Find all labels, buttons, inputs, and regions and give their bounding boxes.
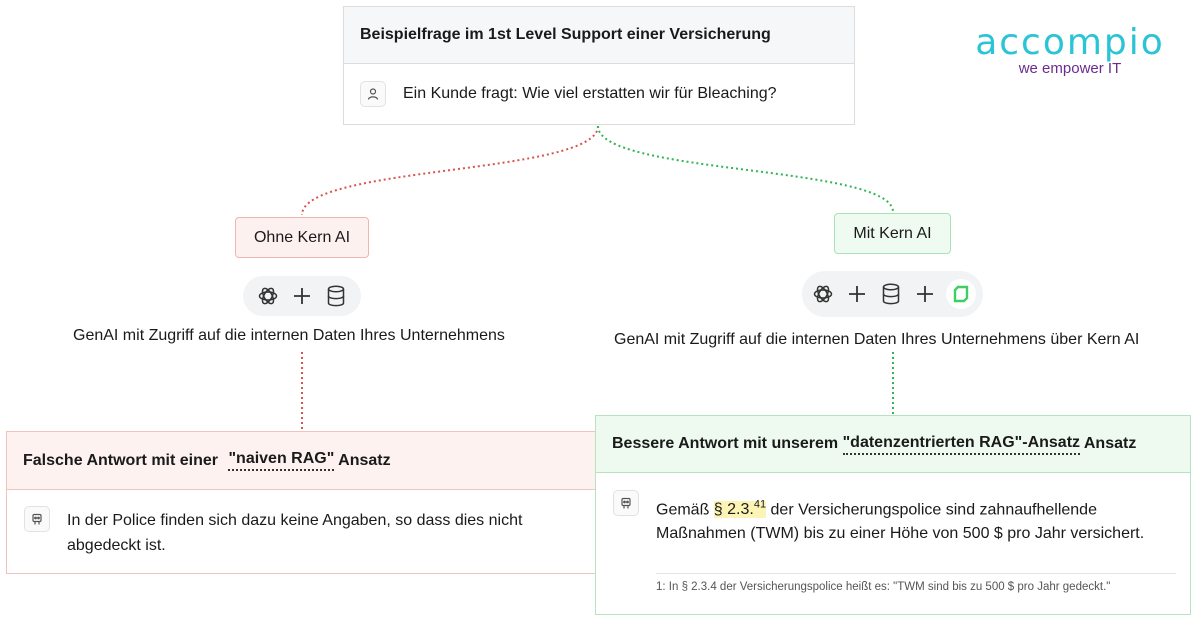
answer-right-header: Bessere Antwort mit unserem "datenzentri… (596, 416, 1190, 473)
plus-icon (844, 281, 870, 307)
pill-right-label: Mit Kern AI (853, 224, 932, 242)
pill-ohne-kern-ai: Ohne Kern AI (235, 217, 369, 258)
robot-icon (24, 506, 50, 532)
toolbar-left (243, 276, 361, 316)
answer-left-text: In der Police finden sich dazu keine Ang… (67, 512, 523, 554)
connector-left-top (301, 125, 599, 216)
answer-right-body: Gemäß § 2.3.41 der Versicherungspolice s… (596, 473, 1190, 614)
logo-wordmark: accompio (975, 22, 1165, 63)
footnote-marker: 41 (753, 499, 767, 511)
question-card: Beispielfrage im 1st Level Support einer… (343, 6, 855, 125)
logo-tagline: we empower IT (1018, 60, 1122, 77)
question-card-title: Beispielfrage im 1st Level Support einer… (344, 7, 854, 64)
kern-ai-icon (945, 279, 976, 309)
accompio-logo: accompio we empower IT (972, 22, 1168, 78)
datenzentrierten-rag-link[interactable]: "datenzentrierten RAG"-Ansatz (842, 434, 1081, 455)
answer-left-title-pre: Falsche Antwort mit einer (23, 451, 223, 469)
answer-right-text: Gemäß § 2.3.41 der Versicherungspolice s… (656, 493, 1156, 546)
answer-right-text-post: der Versicherungspolice sind zahnaufhell… (656, 501, 1145, 543)
policy-reference-text: § 2.3. (713, 501, 754, 519)
caption-left: GenAI mit Zugriff auf die internen Daten… (73, 327, 505, 344)
toolbar-right (802, 271, 983, 317)
answer-right-title-pre: Bessere Antwort mit unserem (612, 435, 843, 452)
connector-right-top (597, 125, 894, 213)
robot-icon (613, 490, 639, 516)
openai-icon (255, 283, 281, 309)
policy-reference-link[interactable]: § 2.3.41 (713, 499, 767, 519)
pill-left-label: Ohne Kern AI (253, 228, 351, 246)
footnote-divider (656, 573, 1176, 574)
database-icon (878, 281, 904, 307)
answer-left-header: Falsche Antwort mit einer "naiven RAG" A… (7, 432, 595, 490)
user-icon (360, 81, 386, 107)
plus-icon (289, 283, 315, 309)
plus-icon (912, 281, 938, 307)
answer-left-body: In der Police finden sich dazu keine Ang… (7, 490, 595, 574)
naive-rag-link[interactable]: "naiven RAG" (228, 450, 335, 471)
question-row: Ein Kunde fragt: Wie viel erstatten wir … (344, 64, 854, 124)
question-text: Ein Kunde fragt: Wie viel erstatten wir … (403, 85, 777, 102)
answer-card-right: Bessere Antwort mit unserem "datenzentri… (595, 415, 1191, 615)
openai-icon (810, 281, 836, 307)
footnote-text: 1: In § 2.3.4 der Versicherungspolice he… (656, 581, 1111, 593)
answer-right-title-post: Ansatz (1080, 435, 1137, 452)
database-icon (323, 283, 349, 309)
pill-mit-kern-ai: Mit Kern AI (834, 213, 951, 254)
answer-left-title-post: Ansatz (334, 451, 391, 469)
answer-card-left: Falsche Antwort mit einer "naiven RAG" A… (6, 431, 596, 574)
answer-right-text-pre: Gemäß (656, 501, 714, 519)
question-title-text: Beispielfrage im 1st Level Support einer… (360, 26, 771, 43)
caption-right: GenAI mit Zugriff auf die internen Daten… (614, 331, 1140, 348)
